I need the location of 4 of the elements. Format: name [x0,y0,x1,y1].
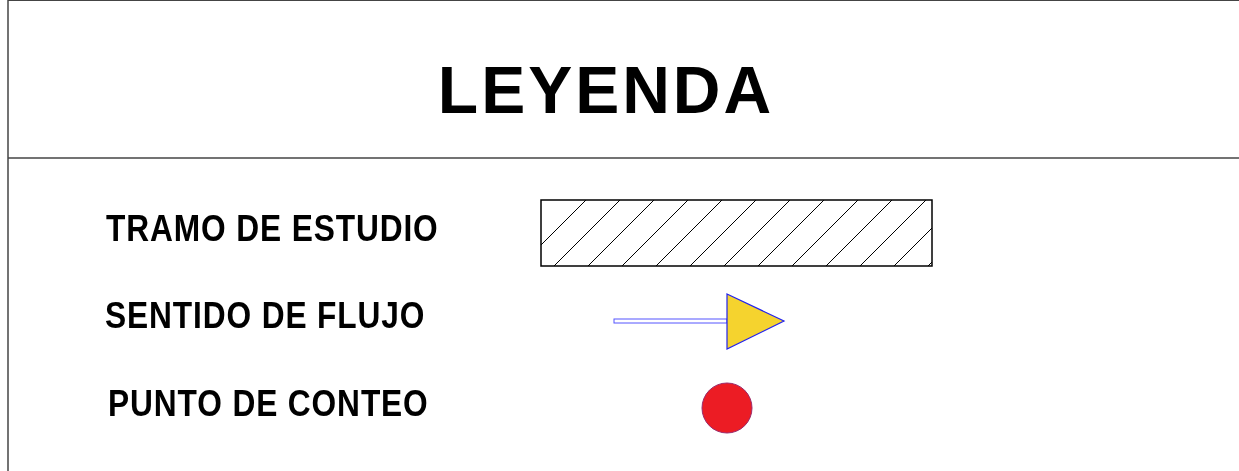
legend-label: SENTIDO DE FLUJO [105,295,426,337]
legend-label: PUNTO DE CONTEO [108,383,429,425]
legend-title: LEYENDA [436,52,776,128]
legend-label: TRAMO DE ESTUDIO [106,208,439,250]
